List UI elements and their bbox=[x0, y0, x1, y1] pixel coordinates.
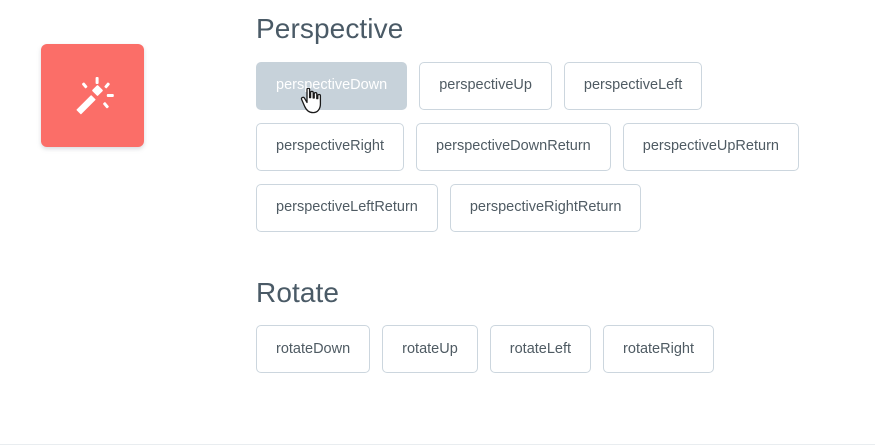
content-column: Perspective perspectiveDown perspectiveU… bbox=[256, 0, 875, 444]
button-perspectiveright[interactable]: perspectiveRight bbox=[256, 122, 404, 171]
section-title-rotate: Rotate bbox=[256, 276, 340, 308]
icon-pane bbox=[0, 0, 256, 445]
button-row: perspectiveRight perspectiveDownReturn p… bbox=[256, 122, 875, 171]
button-rotateright[interactable]: rotateRight bbox=[603, 325, 714, 374]
button-rotateup[interactable]: rotateUp bbox=[382, 325, 478, 374]
button-rotateleft[interactable]: rotateLeft bbox=[489, 325, 592, 374]
section-rotate: Rotate rotateDown rotateUp rotateLeft ro… bbox=[256, 276, 875, 374]
button-perspectiveup[interactable]: perspectiveUp bbox=[419, 61, 552, 110]
button-perspectiverightreturn[interactable]: perspectiveRightReturn bbox=[449, 183, 642, 232]
button-perspectiveleftreturn[interactable]: perspectiveLeftReturn bbox=[256, 183, 438, 232]
button-perspectivedown[interactable]: perspectiveDown bbox=[256, 61, 408, 110]
rotate-button-grid: rotateDown rotateUp rotateLeft rotateRig… bbox=[256, 325, 875, 374]
button-perspectivedownreturn[interactable]: perspectiveDownReturn bbox=[416, 122, 611, 171]
section-perspective: Perspective perspectiveDown perspectiveU… bbox=[256, 8, 875, 232]
perspective-button-grid: perspectiveDown perspectiveUp perspectiv… bbox=[256, 61, 875, 232]
button-row: rotateDown rotateUp rotateLeft rotateRig… bbox=[256, 325, 875, 374]
button-perspectiveleft[interactable]: perspectiveLeft bbox=[563, 61, 703, 110]
button-perspectiveupreturn[interactable]: perspectiveUpReturn bbox=[622, 122, 799, 171]
magic-wand-tile[interactable] bbox=[41, 44, 144, 147]
section-title-perspective: Perspective bbox=[256, 13, 404, 44]
button-rotatedown[interactable]: rotateDown bbox=[256, 325, 371, 374]
button-row: perspectiveDown perspectiveUp perspectiv… bbox=[256, 61, 875, 110]
magic-wand-icon bbox=[70, 73, 116, 119]
button-row: perspectiveLeftReturn perspectiveRightRe… bbox=[256, 183, 875, 232]
